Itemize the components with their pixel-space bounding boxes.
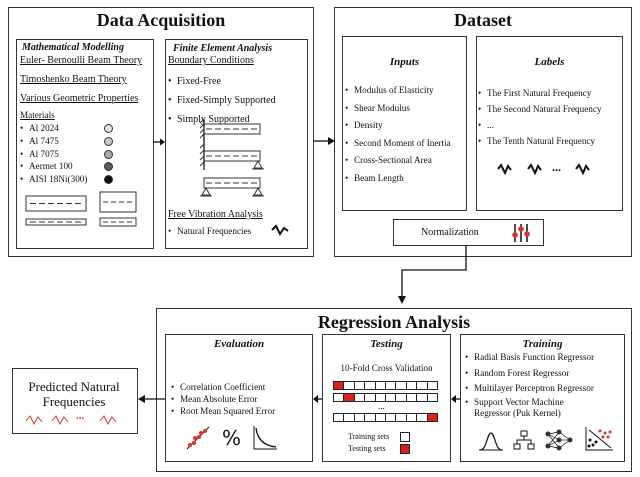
- inputs-heading: Inputs: [389, 56, 420, 68]
- metric-item: Root Mean Squared Error: [171, 405, 275, 417]
- fold-row-10: [333, 413, 438, 422]
- wave-icon: [99, 415, 117, 426]
- evaluation-heading: Evaluation: [213, 338, 265, 350]
- material-swatch-icon: [104, 175, 113, 184]
- output-dots: ...: [76, 410, 85, 422]
- training-sets-legend-label: Training sets: [348, 432, 390, 441]
- label-item: The Tenth Natural Frequency: [478, 133, 602, 149]
- material-item: Al 7475: [20, 135, 87, 148]
- data-acquisition-title: Data Acquisition: [96, 10, 226, 30]
- material-swatch-icon: [104, 137, 113, 146]
- regression-title: Regression Analysis: [317, 312, 471, 332]
- label-item: The First Natural Frequency: [478, 85, 602, 101]
- theory-geometric: Various Geometric Properties: [20, 93, 139, 104]
- labels-dots: ...: [552, 160, 561, 174]
- bc-item: Fixed-Free: [168, 72, 276, 91]
- boundary-conditions-heading: Boundary Conditions: [168, 55, 254, 66]
- svm-scatter-icon: [585, 427, 613, 451]
- materials-list: Al 2024 Al 7475 Al 7075 Aermet 100 AISI …: [20, 122, 87, 186]
- boundary-conditions-list: Fixed-Free Fixed-Simply Supported Simply…: [168, 72, 276, 129]
- wave-icon: [25, 415, 43, 426]
- metric-item: Correlation Coefficient: [171, 381, 275, 393]
- wave-icon: [527, 163, 542, 176]
- percent-icon: %: [222, 426, 242, 450]
- inputs-list: Modulus of Elasticity Shear Modulus Dens…: [345, 82, 451, 187]
- material-swatch-icon: [104, 162, 113, 171]
- predicted-frequencies-title: Predicted Natural Frequencies: [28, 379, 120, 409]
- input-item: Shear Modulus: [345, 100, 451, 118]
- testing-sets-legend-label: Testing sets: [348, 444, 386, 453]
- training-heading: Training: [522, 338, 563, 350]
- regressor-item: Radial Basis Function Regressor: [465, 350, 599, 366]
- fea-heading: Finite Element Analysis: [173, 43, 273, 54]
- tree-icon: [513, 430, 535, 450]
- free-vibration-heading: Free Vibration Analysis: [168, 209, 263, 220]
- decay-curve-icon: [253, 426, 277, 450]
- beam-section-icons: [25, 191, 137, 227]
- labels-heading: Labels: [534, 56, 565, 68]
- folds-dots: ...: [378, 401, 385, 411]
- cross-validation-label: 10-Fold Cross Validation: [340, 363, 433, 373]
- bc-item: Simply Supported: [168, 110, 276, 129]
- input-item: Beam Length: [345, 170, 451, 188]
- wave-icon: [575, 163, 590, 176]
- bc-item: Fixed-Simply Supported: [168, 91, 276, 110]
- labels-list: The First Natural Frequency The Second N…: [478, 85, 602, 149]
- input-item: Density: [345, 117, 451, 135]
- training-list: Radial Basis Function Regressor Random F…: [465, 350, 599, 419]
- label-item: ...: [478, 117, 602, 133]
- materials-heading: Materials: [20, 110, 55, 120]
- material-item: Aermet 100: [20, 160, 87, 173]
- input-item: Modulus of Elasticity: [345, 82, 451, 100]
- neural-network-icon: [545, 429, 573, 451]
- training-sets-swatch-icon: [400, 432, 410, 442]
- fva-list: Natural Frequencies: [168, 226, 251, 236]
- theory-timoshenko: Timoshenko Beam Theory: [20, 74, 127, 85]
- math-modelling-heading: Mathematical Modelling: [22, 42, 124, 53]
- regressor-item: Multilayer Perceptron Regressor: [465, 381, 599, 397]
- dataset-title: Dataset: [454, 10, 512, 30]
- material-swatch-icon: [104, 150, 113, 159]
- testing-sets-swatch-icon: [400, 444, 410, 454]
- material-item: AISI 18Ni(300): [20, 173, 87, 186]
- material-item: Al 2024: [20, 122, 87, 135]
- arrow-icon: [398, 246, 467, 304]
- sliders-icon: [512, 224, 530, 242]
- wave-icon: [51, 415, 69, 426]
- arrow-icon: [451, 395, 461, 403]
- fold-row-1: [333, 381, 438, 390]
- arrow-icon: [313, 395, 323, 403]
- arrow-icon: [138, 395, 165, 403]
- metric-item: Mean Absolute Error: [171, 393, 275, 405]
- theory-euler: Euler- Bernoulli Beam Theory: [20, 55, 143, 66]
- arrow-icon: [154, 138, 165, 146]
- testing-heading: Testing: [370, 338, 403, 350]
- beam-support-diagrams: [199, 118, 264, 197]
- input-item: Second Moment of Inertia: [345, 135, 451, 153]
- normalization-box: [393, 219, 544, 246]
- label-item: The Second Natural Frequency: [478, 101, 602, 117]
- evaluation-list: Correlation Coefficient Mean Absolute Er…: [171, 381, 275, 417]
- material-item: Al 7075: [20, 148, 87, 161]
- input-item: Cross-Sectional Area: [345, 152, 451, 170]
- wave-icon: [497, 163, 512, 176]
- gaussian-icon: [479, 432, 503, 451]
- regressor-item: Random Forest Regressor: [465, 366, 599, 382]
- regressor-item: Support Vector Machine Regressor (Puk Ke…: [465, 397, 599, 419]
- arrow-icon: [314, 137, 335, 145]
- normalization-label: Normalization: [421, 227, 479, 238]
- fold-row-2: [333, 393, 438, 402]
- fva-item: Natural Frequencies: [168, 226, 251, 236]
- scatter-plot-icon: [186, 426, 210, 450]
- wave-icon: [271, 224, 289, 236]
- material-swatch-icon: [104, 124, 113, 133]
